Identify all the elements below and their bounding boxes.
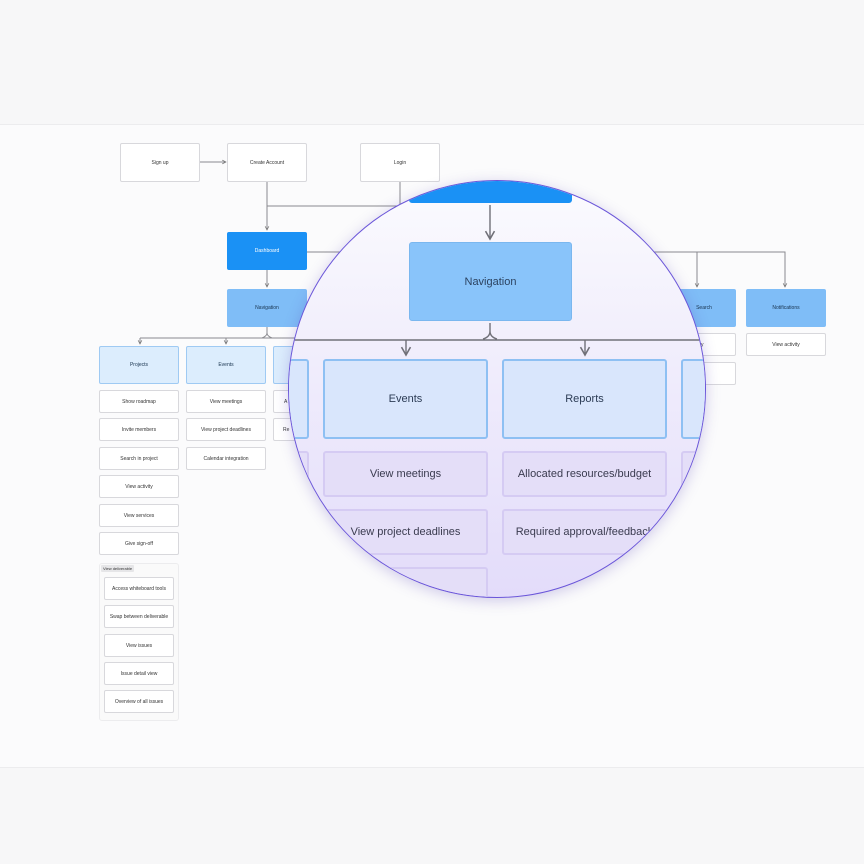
projects-item[interactable]: View services: [99, 504, 179, 527]
lens-events-item-edge: [323, 567, 488, 597]
lens-navigation-node[interactable]: Navigation: [409, 242, 572, 321]
lens-next-item-edge: [681, 451, 705, 497]
events-item[interactable]: View project deadlines: [186, 418, 266, 441]
events-item[interactable]: Calendar integration: [186, 447, 266, 470]
notifications-item[interactable]: View activity: [746, 333, 826, 356]
deliverable-group-tag: View deliverable: [101, 565, 135, 572]
lens-dashboard-node-edge: [409, 181, 572, 203]
events-item[interactable]: View meetings: [186, 390, 266, 413]
projects-item[interactable]: Invite members: [99, 418, 179, 441]
projects-item[interactable]: Give sign-off: [99, 532, 179, 555]
events-node[interactable]: Events: [186, 346, 266, 384]
projects-item[interactable]: Search in project: [99, 447, 179, 470]
dashboard-node[interactable]: Dashboard: [227, 232, 307, 270]
magnifier-lens: Navigation Events Reports View meetings …: [288, 180, 706, 598]
lens-events-item[interactable]: View project deadlines: [323, 509, 488, 555]
projects-item[interactable]: Show roadmap: [99, 390, 179, 413]
deliverable-item[interactable]: Overview of all issues: [104, 690, 174, 713]
lens-events-node[interactable]: Events: [323, 359, 488, 439]
notifications-node[interactable]: Notifications: [746, 289, 826, 327]
lens-projects-item-edge: [289, 451, 309, 497]
projects-item[interactable]: View activity: [99, 475, 179, 498]
lens-reports-item[interactable]: Required approval/feedback: [502, 509, 667, 555]
lens-reports-node[interactable]: Reports: [502, 359, 667, 439]
deliverable-item[interactable]: Swap between deliverable: [104, 605, 174, 628]
lens-projects-node-edge: [289, 359, 309, 439]
create-account-node[interactable]: Create Account: [227, 143, 307, 182]
deliverable-item[interactable]: View issues: [104, 634, 174, 657]
login-node[interactable]: Login: [360, 143, 440, 182]
lens-next-node-edge: [681, 359, 705, 439]
lens-reports-item[interactable]: Allocated resources/budget: [502, 451, 667, 497]
deliverable-item[interactable]: Issue detail view: [104, 662, 174, 685]
sign-up-node[interactable]: Sign up: [120, 143, 200, 182]
deliverable-item[interactable]: Access whiteboard tools: [104, 577, 174, 600]
lens-events-item[interactable]: View meetings: [323, 451, 488, 497]
projects-node[interactable]: Projects: [99, 346, 179, 384]
lens-connector-lines: [289, 205, 705, 357]
